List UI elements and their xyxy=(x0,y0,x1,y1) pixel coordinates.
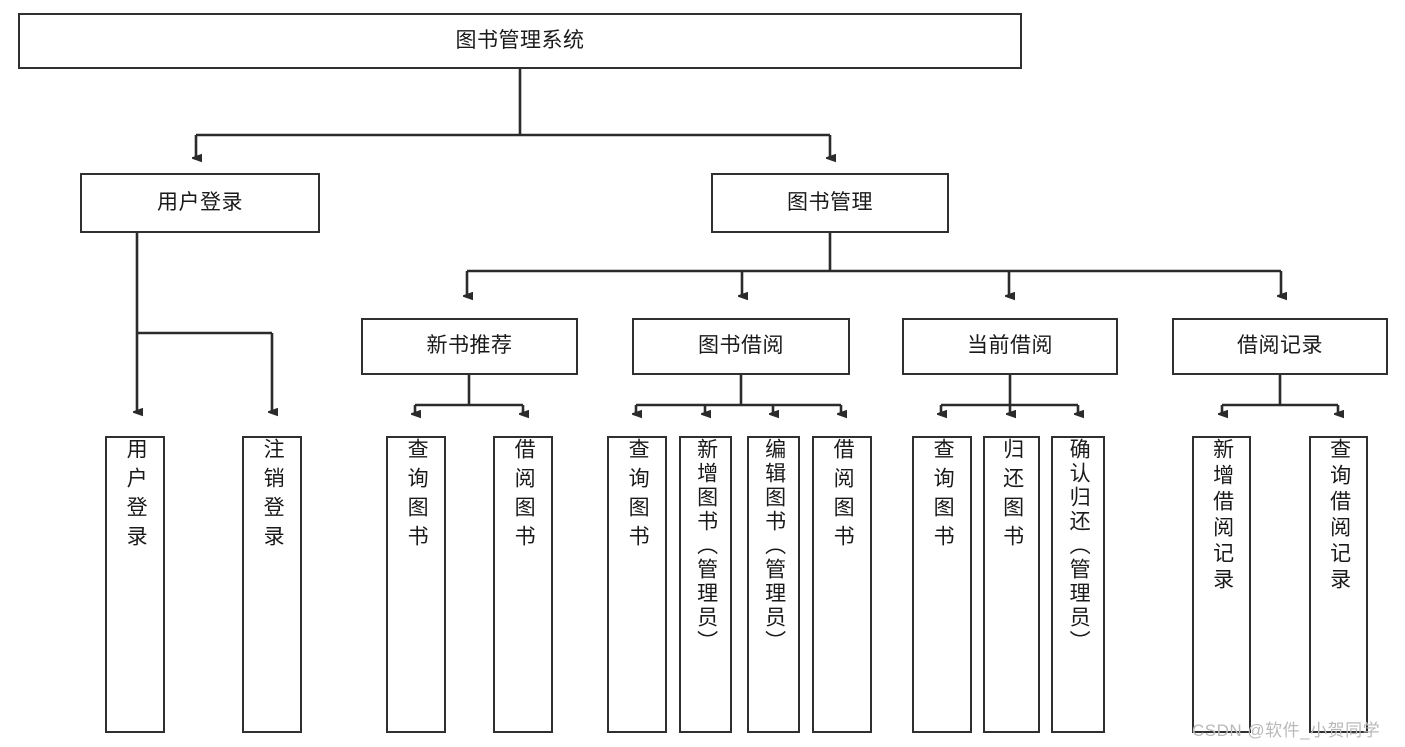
leaf-query-book-b[interactable]: 查询图书 xyxy=(607,436,667,733)
leaf-user-login-label: 用户登录 xyxy=(124,438,148,554)
node-new-book-recommend[interactable]: 新书推荐 xyxy=(361,318,578,375)
node-book-manage-label: 图书管理 xyxy=(787,190,873,214)
leaf-add-record[interactable]: 新增借阅记录 xyxy=(1192,436,1251,733)
leaf-confirm-return-label: 确认归还（管理员） xyxy=(1067,438,1091,654)
node-borrow-record-label: 借阅记录 xyxy=(1237,334,1323,358)
leaf-query-book-a-label: 查询图书 xyxy=(405,438,429,554)
leaf-borrow-book-b-label: 借阅图书 xyxy=(831,438,855,554)
node-current-borrow[interactable]: 当前借阅 xyxy=(902,318,1118,375)
leaf-query-book-c-label: 查询图书 xyxy=(931,438,955,554)
leaf-edit-book-label: 编辑图书（管理员） xyxy=(762,438,786,654)
leaf-add-record-label: 新增借阅记录 xyxy=(1210,438,1234,594)
node-user-login[interactable]: 用户登录 xyxy=(80,173,320,233)
node-book-borrow[interactable]: 图书借阅 xyxy=(632,318,850,375)
node-book-borrow-label: 图书借阅 xyxy=(698,334,784,358)
leaf-confirm-return[interactable]: 确认归还（管理员） xyxy=(1051,436,1105,733)
node-book-manage[interactable]: 图书管理 xyxy=(711,173,949,233)
leaf-borrow-book-a-label: 借阅图书 xyxy=(512,438,536,554)
node-borrow-record[interactable]: 借阅记录 xyxy=(1172,318,1388,375)
leaf-query-record[interactable]: 查询借阅记录 xyxy=(1309,436,1368,733)
leaf-user-login[interactable]: 用户登录 xyxy=(105,436,165,733)
leaf-return-book[interactable]: 归还图书 xyxy=(983,436,1040,733)
leaf-return-book-label: 归还图书 xyxy=(1000,438,1024,554)
leaf-borrow-book-a[interactable]: 借阅图书 xyxy=(493,436,553,733)
leaf-query-record-label: 查询借阅记录 xyxy=(1327,438,1351,594)
leaf-add-book-label: 新增图书（管理员） xyxy=(694,438,718,654)
leaf-add-book[interactable]: 新增图书（管理员） xyxy=(679,436,732,733)
node-root[interactable]: 图书管理系统 xyxy=(18,13,1022,69)
node-current-borrow-label: 当前借阅 xyxy=(967,334,1053,358)
node-new-book-recommend-label: 新书推荐 xyxy=(426,334,513,358)
leaf-edit-book[interactable]: 编辑图书（管理员） xyxy=(747,436,800,733)
leaf-query-book-c[interactable]: 查询图书 xyxy=(912,436,972,733)
node-user-login-label: 用户登录 xyxy=(157,190,243,214)
leaf-query-book-a[interactable]: 查询图书 xyxy=(386,436,446,733)
leaf-logout[interactable]: 注销登录 xyxy=(242,436,302,733)
node-root-label: 图书管理系统 xyxy=(455,28,585,52)
leaf-query-book-b-label: 查询图书 xyxy=(626,438,650,554)
leaf-borrow-book-b[interactable]: 借阅图书 xyxy=(812,436,872,733)
leaf-logout-label: 注销登录 xyxy=(261,438,285,554)
